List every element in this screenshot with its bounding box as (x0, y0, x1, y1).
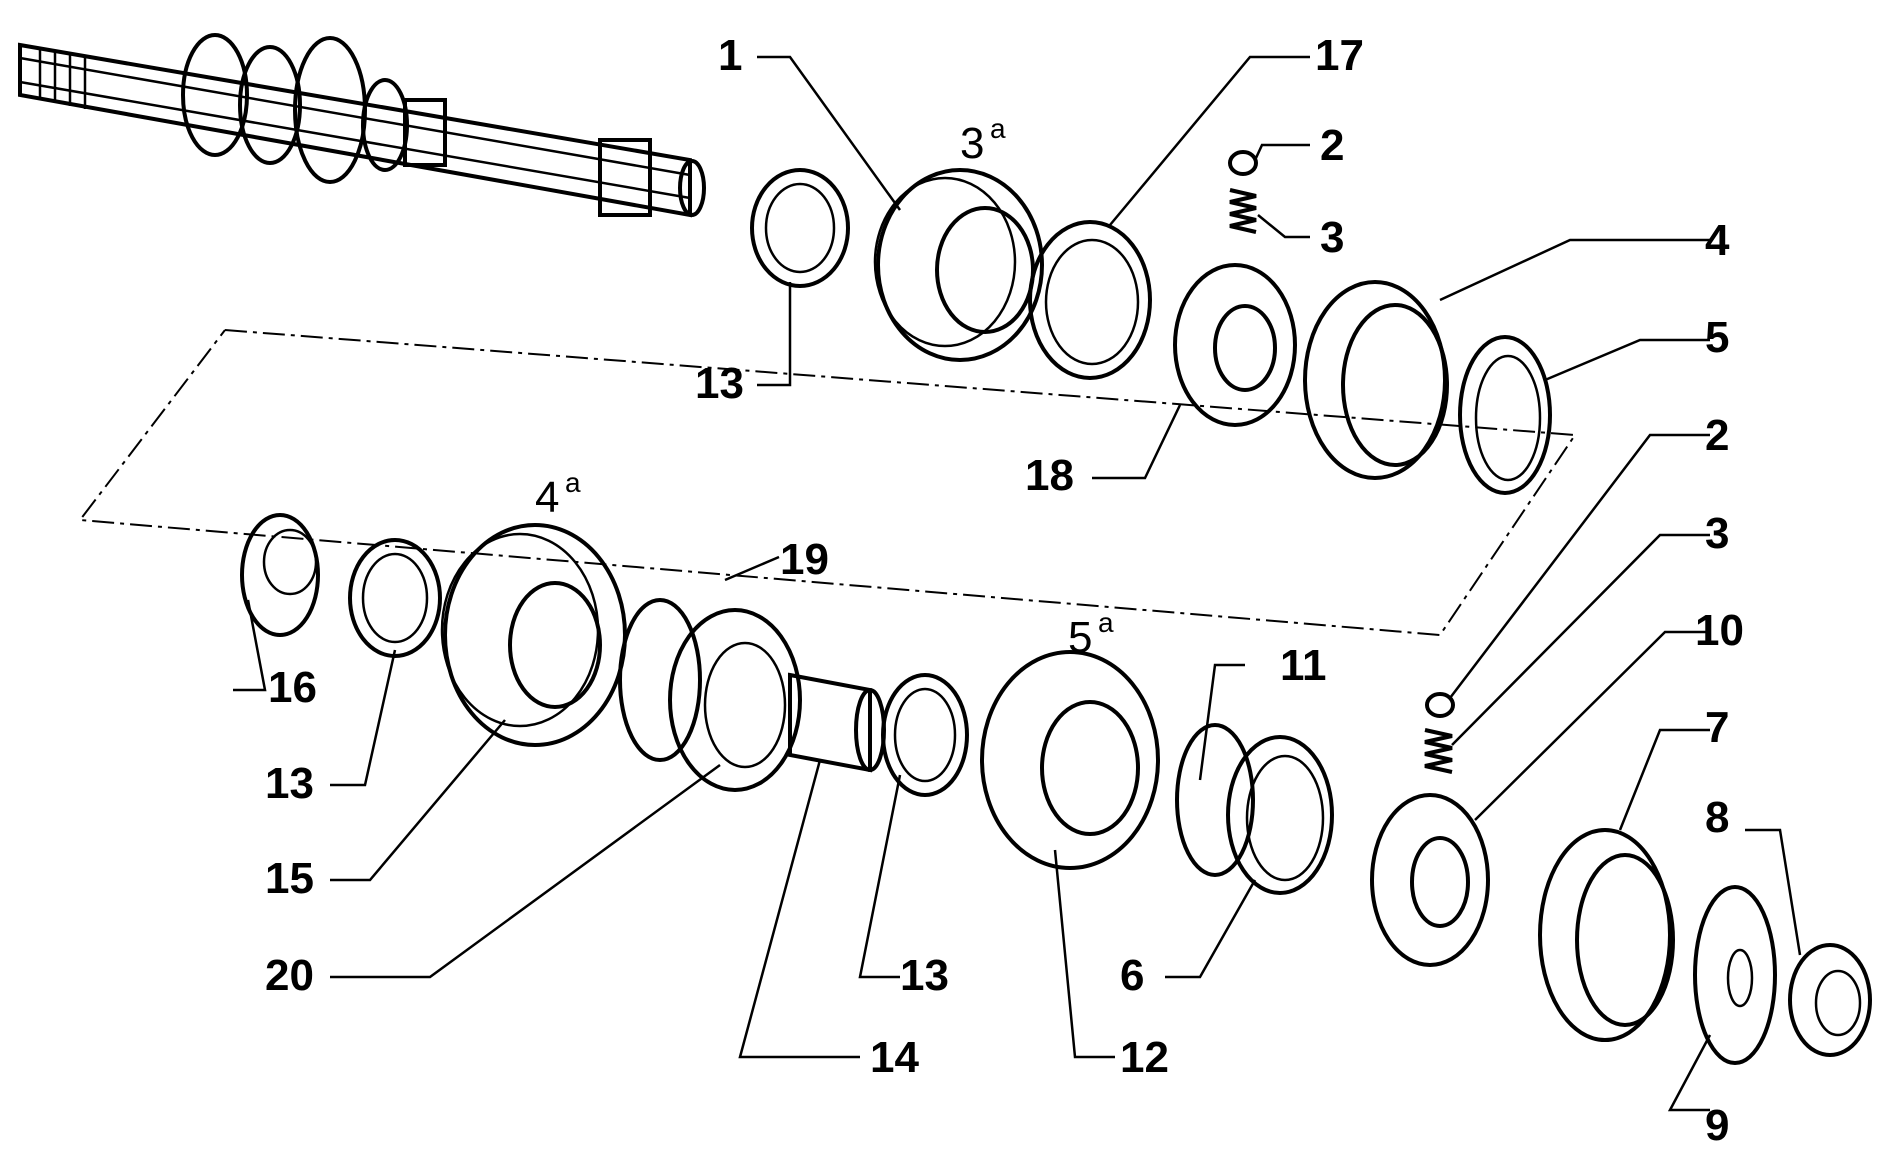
shaft-gear-3 (293, 36, 367, 184)
callout-17: 17 (1315, 31, 1364, 80)
callout-14: 14 (870, 1033, 919, 1082)
callout-1: 1 (718, 31, 742, 80)
detent-ball-bottom (1425, 692, 1455, 718)
shaft-bearing (403, 98, 447, 167)
third-gear (873, 168, 1044, 362)
nut-8 (1788, 943, 1872, 1057)
fifth-gear (980, 650, 1160, 870)
ball-bearing-20 (668, 608, 802, 792)
gear-label-fourth: 4 (535, 473, 559, 522)
callout-13-top: 13 (695, 359, 744, 408)
callout-18: 18 (1025, 451, 1074, 500)
reference-outline (78, 329, 1577, 637)
detent-spring-top (1229, 188, 1257, 234)
shaft-gear-2 (238, 45, 302, 165)
callout-13-bottom-mid: 13 (900, 951, 949, 1000)
sleeve-7 (1538, 828, 1675, 1042)
callout-8: 8 (1705, 793, 1729, 842)
callout-10: 10 (1695, 606, 1744, 655)
bushing-16 (240, 513, 320, 637)
sleeve-4 (1303, 280, 1449, 480)
synchro-ring-5 (1458, 335, 1552, 495)
shaft-spline (38, 48, 87, 109)
callout-15: 15 (265, 854, 314, 903)
gear-label-fifth-sup: a (1098, 607, 1114, 638)
main-shaft (18, 33, 706, 218)
fourth-gear (440, 523, 627, 747)
detent-spring-bottom (1424, 728, 1453, 774)
shaft-gear-1 (181, 33, 249, 157)
callout-9: 9 (1705, 1101, 1729, 1148)
synchro-hub-10 (1370, 793, 1490, 967)
shaft-end-bearing (598, 138, 652, 217)
gear-label-third-sup: a (990, 113, 1006, 144)
synchro-hub-18 (1173, 263, 1297, 427)
callout-2-top: 2 (1320, 121, 1344, 170)
callout-20: 20 (265, 951, 314, 1000)
synchro-ring-6 (1226, 735, 1334, 895)
snap-ring-11 (1175, 723, 1255, 877)
snap-ring-19 (618, 598, 702, 762)
callout-6: 6 (1120, 951, 1144, 1000)
callout-3-top: 3 (1320, 213, 1344, 262)
lock-plate-9 (1693, 885, 1777, 1065)
leader-lines (233, 55, 1802, 1112)
gear-label-third: 3 (960, 119, 984, 168)
callout-numbers: 1 17 2 3 4 5 13 18 2 3 10 7 8 9 19 16 13… (265, 31, 1744, 1150)
needle-bearing-bottom-left (348, 538, 442, 658)
callout-3-bottom: 3 (1705, 509, 1729, 558)
callout-7: 7 (1705, 703, 1729, 752)
callout-11: 11 (1280, 641, 1327, 690)
needle-bearing-bottom-mid (881, 673, 969, 797)
needle-bearing-top (750, 168, 850, 288)
spacer-14 (788, 672, 886, 773)
callout-16: 16 (268, 663, 317, 712)
callout-13-bottom-left: 13 (265, 759, 314, 808)
gear-label-fifth: 5 (1068, 613, 1092, 662)
callout-12: 12 (1120, 1033, 1169, 1082)
callout-4: 4 (1705, 216, 1730, 265)
detent-ball-top (1228, 150, 1258, 176)
callout-5: 5 (1705, 313, 1729, 362)
synchro-ring-17 (1028, 220, 1152, 380)
gear-label-fourth-sup: a (565, 467, 581, 498)
callout-2-bottom: 2 (1705, 411, 1729, 460)
callout-19: 19 (780, 535, 829, 584)
